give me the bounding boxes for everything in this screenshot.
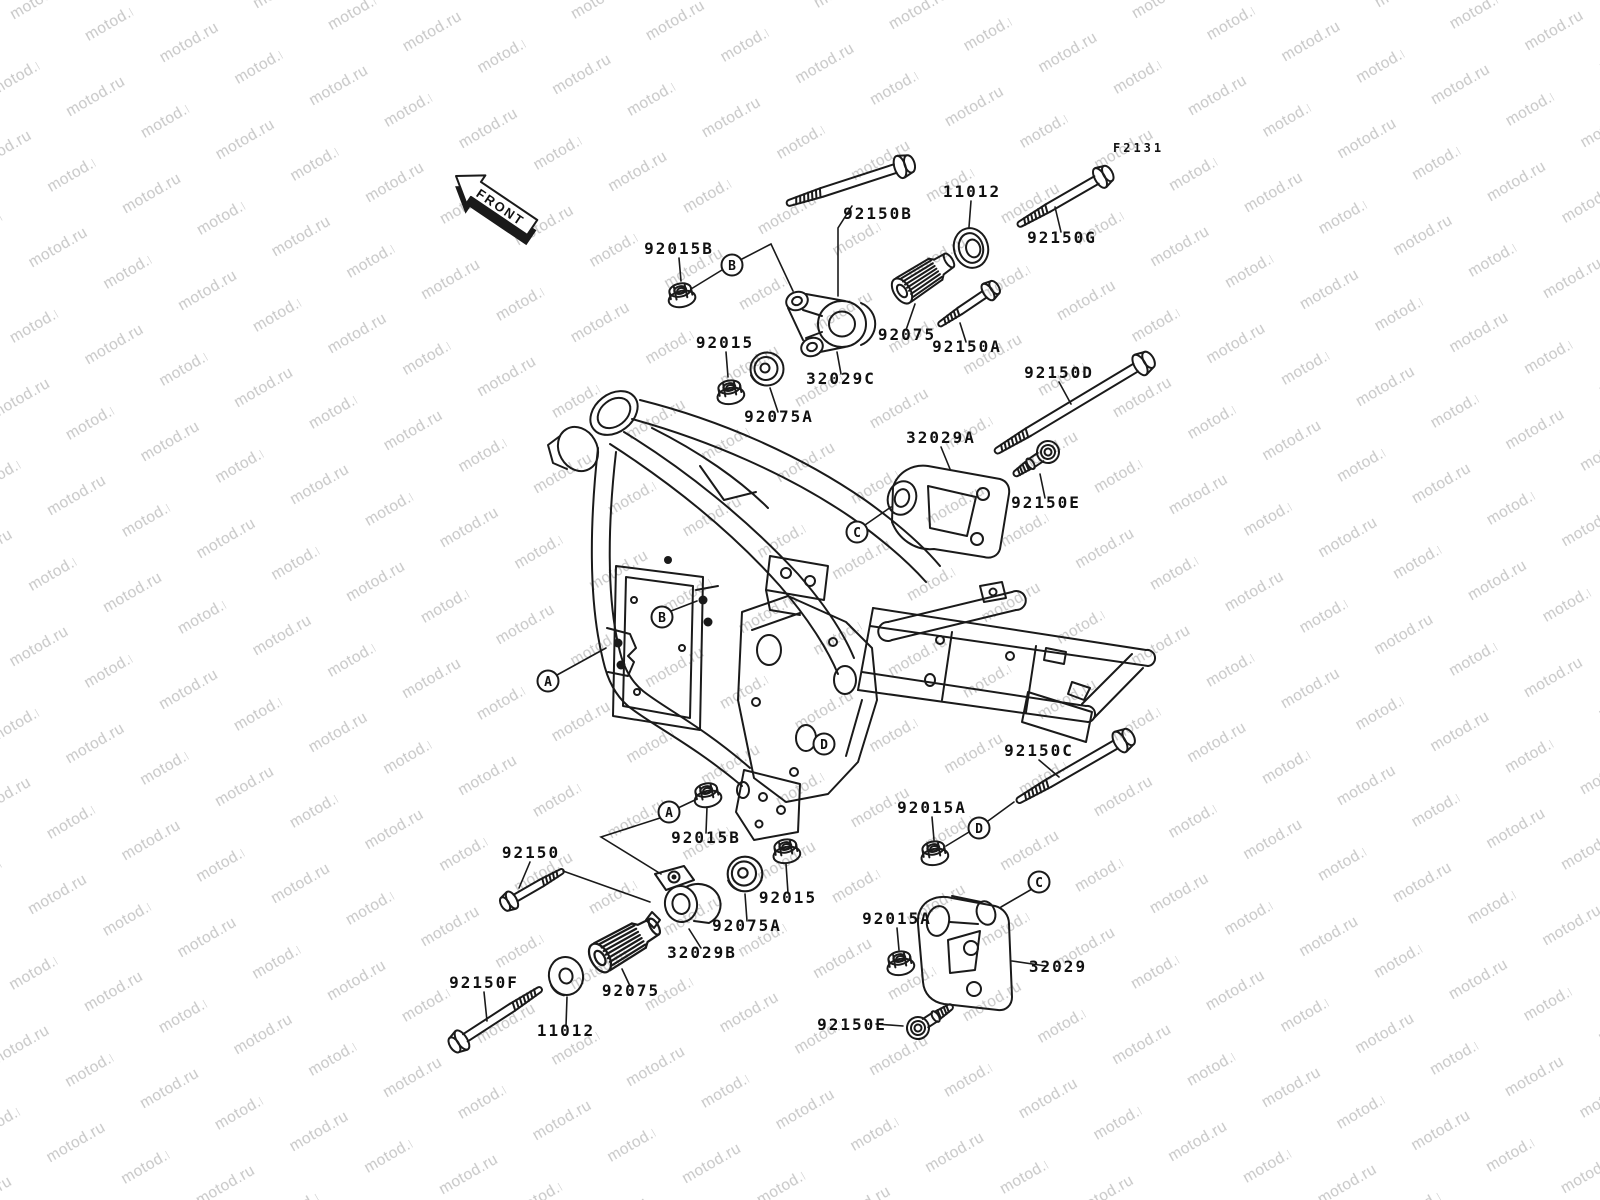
part-label: 92150G — [1027, 228, 1097, 247]
bracket-32029a — [886, 464, 1011, 559]
callout-d-bottom: D — [967, 816, 991, 840]
part-label: 92075 — [602, 981, 660, 1000]
callout-letter: D — [820, 738, 828, 753]
frame-drawing — [547, 390, 1157, 841]
part-label: 92150C — [1004, 741, 1074, 760]
part-label: 92150D — [1024, 363, 1094, 382]
part-label: 92015 — [759, 888, 817, 907]
part-label: 32029B — [667, 943, 737, 962]
callout-a-frame: A — [536, 669, 560, 693]
part-label: 32029A — [906, 428, 976, 447]
callout-letter: C — [1035, 876, 1043, 891]
part-labels: 92150B 11012 92150G 92015B 92015 32029C … — [449, 182, 1097, 1040]
leader-lines — [483, 200, 1072, 1027]
part-label: 92015A — [862, 909, 932, 928]
part-label: 92075 — [878, 325, 936, 344]
callout-b-top: B — [720, 253, 744, 277]
figure-code: F2131 — [1113, 141, 1164, 155]
callout-letter: D — [975, 822, 983, 837]
part-label: 92150E — [1011, 493, 1081, 512]
part-label: 92075A — [712, 916, 782, 935]
callouts: B A B D A D C C — [536, 253, 1051, 894]
callout-a-bottom: A — [657, 800, 681, 824]
bracket-32029 — [916, 895, 1013, 1012]
part-label: 92150 — [502, 843, 560, 862]
callout-d-frame: D — [812, 732, 836, 756]
part-label: 92075A — [744, 407, 814, 426]
part-label: 92150F — [449, 973, 519, 992]
callout-letter: B — [728, 259, 736, 274]
part-label: 32029C — [806, 369, 876, 388]
callout-letter: A — [665, 806, 673, 821]
part-label: 92015B — [671, 828, 741, 847]
parts-group — [443, 150, 1160, 1058]
part-label: 32029 — [1029, 957, 1087, 976]
callout-letter: A — [544, 675, 552, 690]
part-label: 11012 — [943, 182, 1001, 201]
bracket-32029c — [785, 290, 877, 358]
part-label: 92150B — [843, 204, 913, 223]
part-label: 92150A — [932, 337, 1002, 356]
part-label: 92015 — [696, 333, 754, 352]
callout-b-frame: B — [650, 605, 674, 629]
part-label: 11012 — [537, 1021, 595, 1040]
bracket-32029b — [645, 865, 722, 929]
callout-c-bottom: C — [1027, 870, 1051, 894]
callout-letter: C — [853, 526, 861, 541]
part-label: 92015A — [897, 798, 967, 817]
part-label: 92015B — [644, 239, 714, 258]
part-label: 92150E — [817, 1015, 887, 1034]
callout-c-top: C — [845, 520, 869, 544]
callout-letter: B — [658, 611, 666, 626]
